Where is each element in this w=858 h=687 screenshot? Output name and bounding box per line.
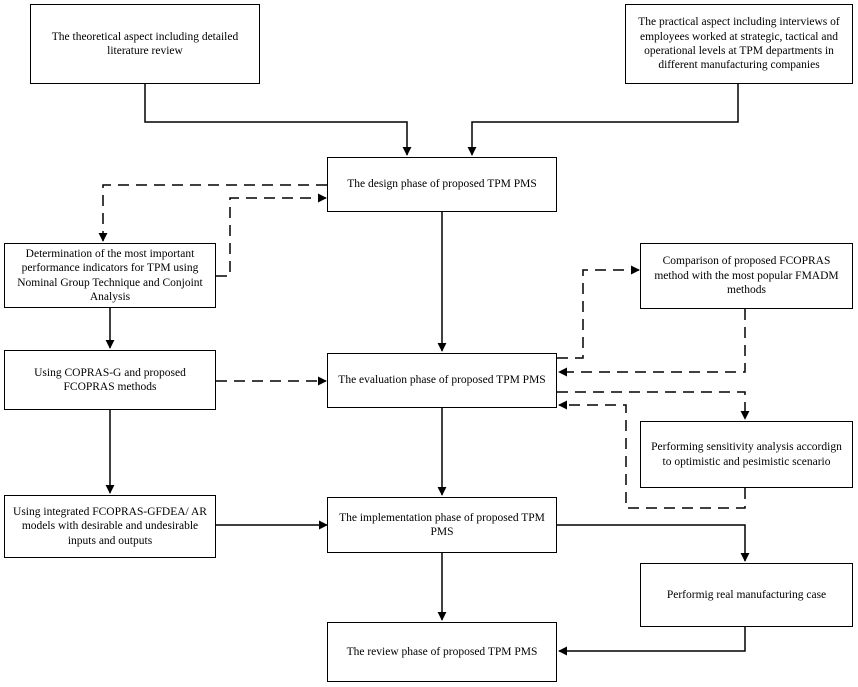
design-phase-text: The design phase of proposed TPM PMS [347,178,537,191]
review-phase-box: The review phase of proposed TPM PMS [327,622,557,682]
copras-methods-text: Using COPRAS-G and proposed FCOPRAS meth… [34,366,186,393]
design-phase-box: The design phase of proposed TPM PMS [327,157,557,212]
dashed-arrow-design-to-determination [98,184,327,242]
arrow-manufacturing-to-review [558,627,746,656]
determination-text: Determination of the most important perf… [17,247,203,303]
theoretical-aspect-box: The theoretical aspect including detaile… [30,4,260,84]
comparison-box: Comparison of proposed FCOPRAS method wi… [640,243,853,309]
evaluation-phase-box: The evaluation phase of proposed TPM PMS [327,353,557,408]
copras-methods-box: Using COPRAS-G and proposed FCOPRAS meth… [4,350,216,410]
arrow-theory-to-design [144,84,412,156]
dashed-arrow-evaluation-to-sensitivity [557,391,750,420]
arrow-implementation-to-manufacturing [557,524,750,562]
sensitivity-analysis-text: Performing sensitivity analysis accordig… [651,441,842,468]
dashed-arrow-evaluation-to-comparison [557,265,640,359]
evaluation-phase-text: The evaluation phase of proposed TPM PMS [338,374,546,387]
comparison-text: Comparison of proposed FCOPRAS method wi… [654,255,839,297]
theoretical-aspect-text: The theoretical aspect including detaile… [51,30,239,57]
practical-aspect-text: The practical aspect including interview… [638,16,840,72]
integrated-models-box: Using integrated FCOPRAS-GFDEA/ AR model… [4,495,216,558]
manufacturing-case-box: Performig real manufacturing case [640,563,853,627]
sensitivity-analysis-box: Performing sensitivity analysis accordig… [640,421,853,488]
practical-aspect-box: The practical aspect including interview… [625,4,853,84]
integrated-models-text: Using integrated FCOPRAS-GFDEA/ AR model… [13,505,207,547]
manufacturing-case-text: Performig real manufacturing case [666,588,827,601]
determination-box: Determination of the most important perf… [4,243,216,308]
review-phase-text: The review phase of proposed TPM PMS [346,645,538,658]
implementation-phase-text: The implementation phase of proposed TPM… [339,511,545,538]
implementation-phase-box: The implementation phase of proposed TPM… [327,497,557,553]
arrow-practice-to-design [467,84,739,156]
dashed-arrow-comparison-to-evaluation [558,309,746,377]
dashed-arrow-determination-to-design [216,193,327,277]
